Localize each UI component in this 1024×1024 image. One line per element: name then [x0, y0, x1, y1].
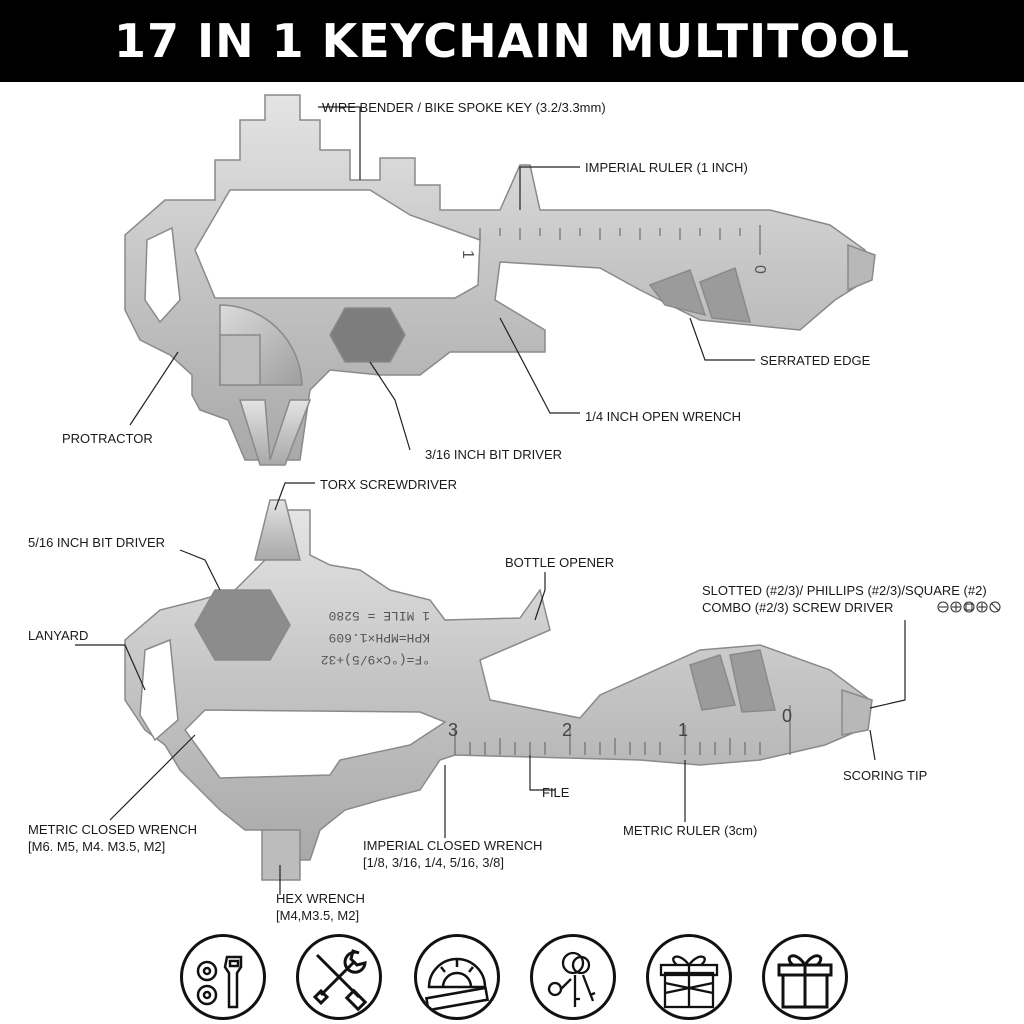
- label-scoring-tip: SCORING TIP: [843, 768, 928, 783]
- top-hex-cutout: [329, 307, 406, 363]
- label-protractor: PROTRACTOR: [62, 431, 153, 446]
- metric-mark-2: 2: [562, 720, 572, 740]
- label-imperial-wrench-sizes: [1/8, 3/16, 1/4, 5/16, 3/8]: [363, 855, 504, 870]
- protractor-ruler-icon: [414, 934, 500, 1020]
- label-screwdriver: SLOTTED (#2/3)/ PHILLIPS (#2/3)/SQUARE (…: [702, 582, 987, 616]
- label-open-wrench: 1/4 INCH OPEN WRENCH: [585, 409, 742, 424]
- bottom-lower-cutout: [184, 709, 447, 779]
- label-torx: TORX SCREWDRIVER: [320, 477, 457, 492]
- label-screwdriver-line2: COMBO (#2/3) SCREW DRIVER: [702, 600, 894, 615]
- label-bottle-opener: BOTTLE OPENER: [505, 555, 615, 570]
- label-imperial-ruler: IMPERIAL RULER (1 INCH): [585, 160, 748, 175]
- metric-serration: [689, 649, 776, 713]
- label-screwdriver-line1: SLOTTED (#2/3)/ PHILLIPS (#2/3)/SQUARE (…: [702, 583, 987, 598]
- keys-icon: [530, 934, 616, 1020]
- label-metric-wrench-sizes: [M6. M5, M4. M3.5, M2]: [28, 839, 166, 854]
- label-bit-driver-316: 3/16 INCH BIT DRIVER: [425, 447, 563, 462]
- metric-mark-3: 3: [448, 720, 458, 740]
- imperial-mark-1: 1: [459, 250, 476, 259]
- top-tip: [847, 243, 876, 292]
- leader-lines: [75, 106, 906, 895]
- label-bit-driver-516: 5/16 INCH BIT DRIVER: [28, 535, 166, 550]
- bottle-opener-gears-icon: [180, 934, 266, 1020]
- engraving-line1: 1 MILE = 5280: [329, 608, 430, 623]
- label-file: FILE: [542, 785, 570, 800]
- feature-icons-row: [0, 928, 1024, 1024]
- engraving: 1 MILE = 5280 KPH=MPH×1.609 °F=(°C×9/5)+…: [321, 608, 430, 667]
- bottom-lanyard-hole: [139, 638, 179, 742]
- hex-wrench-tip: [261, 829, 301, 881]
- bottom-hex-cutout: [194, 589, 291, 661]
- top-tool: [124, 94, 876, 466]
- label-hex-wrench-sizes: [M4,M3.5, M2]: [276, 908, 360, 923]
- label-metric-wrench: METRIC CLOSED WRENCH [M6. M5, M4. M3.5, …: [28, 821, 197, 855]
- top-lanyard-hole: [144, 226, 181, 324]
- label-metric-wrench-title: METRIC CLOSED WRENCH: [28, 822, 198, 837]
- bottom-tip: [841, 688, 873, 736]
- engraving-line2: KPH=MPH×1.609: [329, 630, 430, 645]
- imperial-mark-0: 0: [751, 265, 768, 274]
- label-hex-wrench-title: HEX WRENCH: [276, 891, 365, 906]
- serrated-edge: [648, 266, 752, 323]
- label-metric-ruler: METRIC RULER (3cm): [623, 823, 758, 838]
- torx-tip: [254, 499, 301, 561]
- gift-outline-icon: [762, 934, 848, 1020]
- top-bottom-spike: [238, 399, 312, 466]
- bottom-tool: [124, 499, 873, 881]
- metric-ruler-ticks: [454, 705, 791, 755]
- label-imperial-wrench-title: IMPERIAL CLOSED WRENCH: [363, 838, 543, 853]
- label-wire-bender: WIRE BENDER / BIKE SPOKE KEY (3.2/3.3mm): [322, 100, 606, 115]
- metric-mark-1: 1: [678, 720, 688, 740]
- page-title: 17 IN 1 KEYCHAIN MULTITOOL: [0, 0, 1024, 82]
- label-lanyard: LANYARD: [28, 628, 89, 643]
- label-imperial-wrench: IMPERIAL CLOSED WRENCH [1/8, 3/16, 1/4, …: [363, 837, 542, 871]
- protractor-notch: [219, 334, 261, 386]
- label-hex-wrench: HEX WRENCH [M4,M3.5, M2]: [276, 890, 365, 924]
- engraving-line3: °F=(°C×9/5)+32: [321, 652, 430, 667]
- gift-box-icon: [646, 934, 732, 1020]
- screwdriver-symbols-icon: [937, 601, 1001, 613]
- imperial-ruler-ticks: [479, 225, 761, 255]
- label-serrated-edge: SERRATED EDGE: [760, 353, 871, 368]
- metric-mark-0: 0: [782, 706, 792, 726]
- wrench-screwdriver-icon: [296, 934, 382, 1020]
